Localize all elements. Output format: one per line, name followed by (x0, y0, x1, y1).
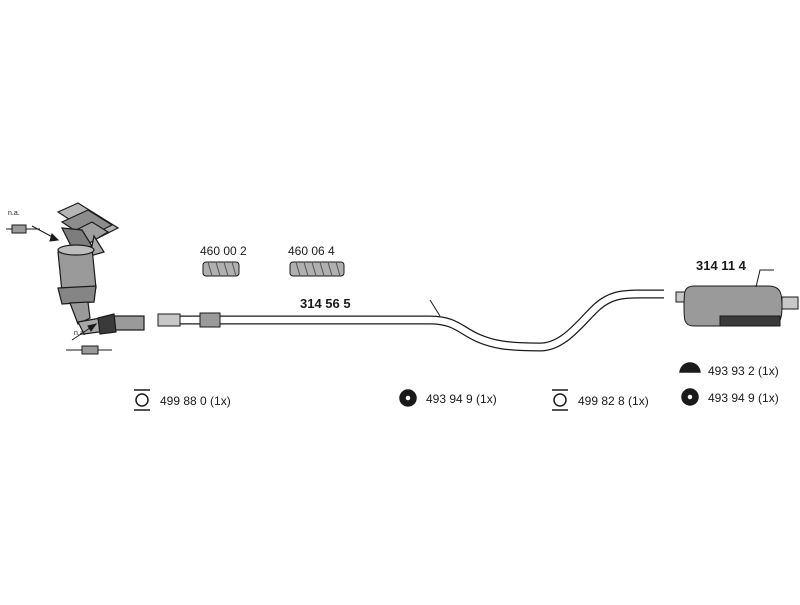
mount-1-label: 499 88 0 (1x) (160, 394, 231, 408)
mount-3-label: 499 82 8 (1x) (578, 394, 649, 408)
rear-silencer-icon (675, 269, 799, 327)
front-pipe-icon (157, 289, 664, 352)
manifold-catalyst-icon (56, 202, 145, 335)
flex-pipe-a-label: 460 00 2 (200, 244, 247, 258)
flex-pipe-b-icon (289, 261, 345, 277)
mount-5-label: 493 94 9 (1x) (708, 391, 779, 405)
mount-1-icon (134, 389, 150, 411)
flex-pipe-b-label: 460 06 4 (288, 244, 335, 258)
upper-sensor-note: n.a. (8, 210, 20, 217)
mount-3-icon (552, 389, 568, 411)
mount-2-icon (399, 389, 417, 407)
rear-silencer-label: 314 11 4 (696, 258, 746, 273)
lower-lambda-sensor-icon (66, 323, 112, 355)
lower-sensor-note: n.a. (74, 330, 86, 337)
mount-4-label: 493 93 2 (1x) (708, 364, 779, 378)
front-pipe-label: 314 56 5 (300, 296, 351, 311)
mount-2-label: 493 94 9 (1x) (426, 392, 497, 406)
mount-5-icon (681, 388, 699, 406)
mount-4-icon (679, 362, 701, 373)
upper-lambda-sensor-icon (6, 224, 60, 242)
flex-pipe-a-icon (202, 261, 240, 277)
